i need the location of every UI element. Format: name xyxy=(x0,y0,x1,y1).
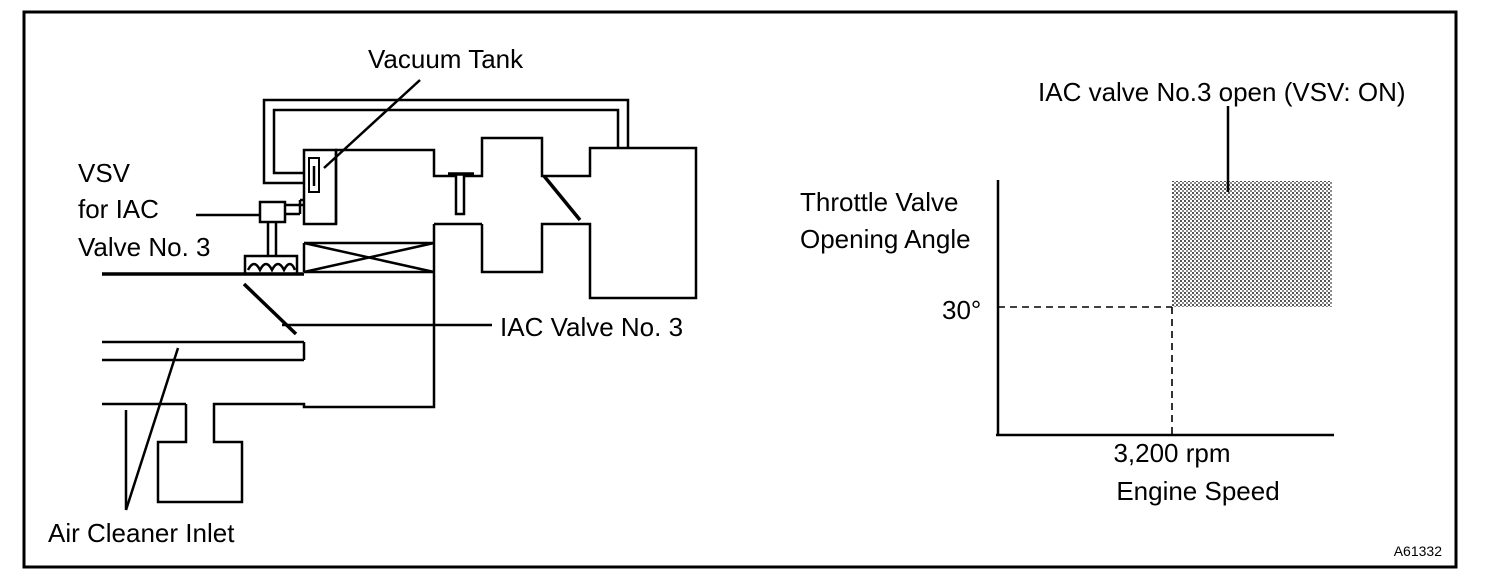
figure-code: A61332 xyxy=(1394,543,1442,559)
figure-frame xyxy=(22,10,1458,569)
y-axis-label-1: Throttle Valve xyxy=(800,187,958,217)
air-cleaner-leader-2 xyxy=(124,347,180,511)
vacuum-hose xyxy=(262,98,630,185)
vsv-body xyxy=(258,200,287,224)
label-air-cleaner: Air Cleaner Inlet xyxy=(48,518,235,548)
adjust-plug xyxy=(454,172,466,216)
label-vsv-2: for IAC xyxy=(78,194,159,224)
iac-valve-plate xyxy=(242,282,298,336)
label-iac-open: IAC valve No.3 open (VSV: ON) xyxy=(1038,77,1406,107)
y-axis-label-2: Opening Angle xyxy=(800,224,971,254)
vacuum-tank-leader xyxy=(323,79,421,169)
intake-schematic xyxy=(102,79,698,511)
label-vacuum-tank: Vacuum Tank xyxy=(368,44,524,74)
x-tick-3200: 3,200 rpm xyxy=(1113,438,1230,468)
throttle-plate xyxy=(542,174,582,222)
y-tick-30: 30° xyxy=(942,295,981,325)
label-vsv-3: Valve No. 3 xyxy=(78,232,210,262)
x-axis-label: Engine Speed xyxy=(1116,476,1279,506)
label-vsv-1: VSV xyxy=(78,158,131,188)
label-iac-valve: IAC Valve No. 3 xyxy=(500,312,683,342)
iac-open-region xyxy=(1172,181,1332,307)
opening-chart xyxy=(996,106,1334,437)
